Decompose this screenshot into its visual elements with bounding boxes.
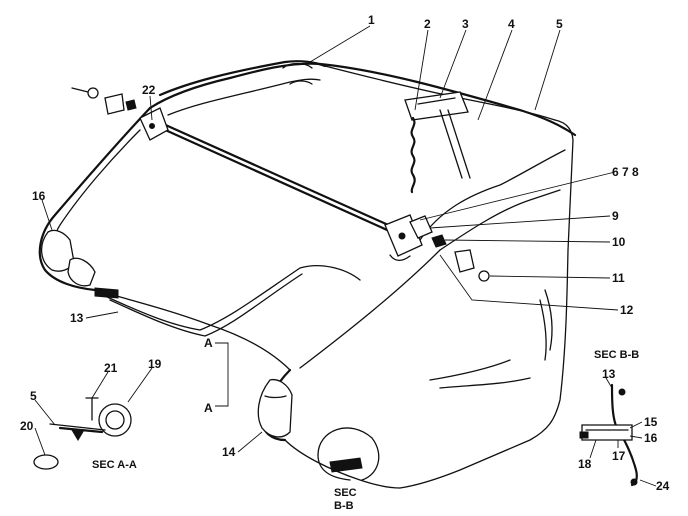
sec-bb-inset	[579, 377, 657, 487]
callout-22: 22	[142, 83, 156, 97]
top-bracket-assembly	[404, 91, 471, 194]
callout-24: 24	[656, 479, 670, 493]
callout-17: 17	[612, 449, 626, 463]
left-pivot	[67, 257, 119, 299]
sec-bb-title: SEC B-B	[594, 349, 639, 361]
callout-a-upper: A	[204, 336, 213, 350]
sec-bb-marker-letters: B-B	[334, 500, 354, 512]
callout-14: 14	[222, 445, 236, 459]
callout-13-inset: 13	[602, 367, 616, 381]
callout-16-inset: 16	[644, 431, 658, 445]
left-bracket	[71, 87, 169, 141]
callout-19: 19	[148, 357, 162, 371]
callout-5: 5	[556, 17, 563, 31]
callout-13: 13	[70, 311, 84, 325]
callout-6-7-8: 6 7 8	[612, 165, 639, 179]
callout-11: 11	[612, 271, 625, 285]
right-bracket	[384, 214, 490, 282]
callout-1: 1	[368, 13, 375, 27]
callout-15: 15	[644, 415, 658, 429]
callout-10: 10	[612, 235, 626, 249]
callout-4: 4	[508, 17, 515, 31]
leader-lines	[41, 25, 619, 453]
callout-labels: 1 2 3 4 5 6 7 8 9 10 11 12 22 16 13 14 A…	[20, 13, 670, 512]
callout-9: 9	[612, 209, 619, 223]
grass-bag-body	[38, 60, 577, 489]
callout-20: 20	[20, 419, 34, 433]
sec-aa-inset	[33, 367, 153, 470]
callout-18: 18	[578, 457, 592, 471]
callout-2: 2	[424, 17, 431, 31]
callout-5-inset: 5	[30, 389, 37, 403]
callout-3: 3	[462, 17, 469, 31]
sec-aa-title: SEC A-A	[92, 459, 137, 471]
callout-21: 21	[104, 361, 118, 375]
sec-bb-marker-word: SEC	[334, 487, 357, 499]
callout-12: 12	[620, 303, 634, 317]
sec-bb-callout	[317, 427, 380, 481]
callout-16: 16	[32, 189, 46, 203]
cross-rod	[148, 116, 398, 236]
callout-a-lower: A	[204, 401, 213, 415]
